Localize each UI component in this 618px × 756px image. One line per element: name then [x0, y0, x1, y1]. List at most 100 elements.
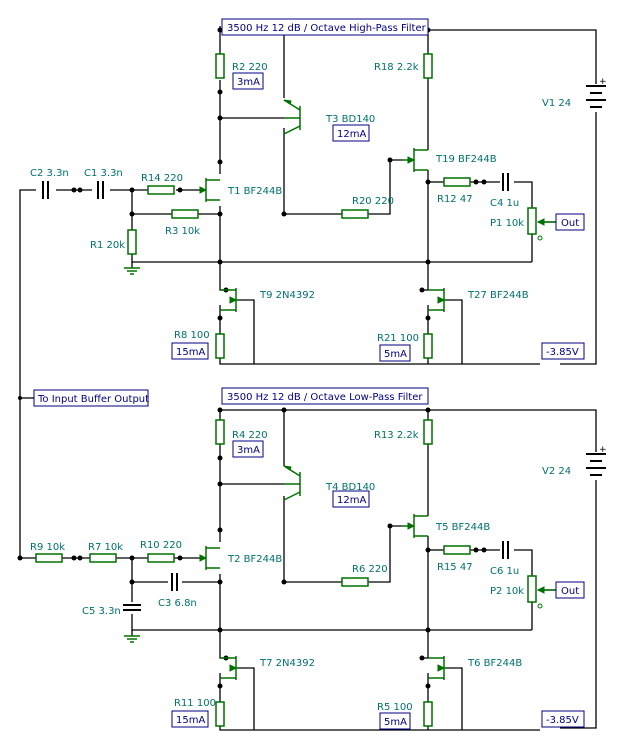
label-r15: R15 47 [437, 562, 473, 573]
jfet-t5 [402, 514, 428, 538]
svg-text:+: + [599, 445, 607, 455]
title-low-pass: 3500 Hz 12 dB / Octave Low-Pass Filter [221, 387, 429, 405]
resistor-r2 [215, 53, 225, 79]
current-box-r11: 15mA [171, 710, 209, 728]
svg-text:3mA: 3mA [237, 445, 260, 456]
title-high-pass: 3500 Hz 12 dB / Octave High-Pass Filter [221, 18, 429, 36]
out-box-top: Out [555, 213, 585, 231]
label-r4: R4 220 [232, 430, 268, 441]
label-r13: R13 2.2k [374, 430, 419, 441]
jfet-t1 [199, 178, 220, 202]
capacitor-c6 [502, 541, 509, 559]
jfet-t7 [220, 656, 238, 680]
svg-text:3500 Hz 12 dB / Octave Low-Pa: 3500 Hz 12 dB / Octave Low-Pass Filter [227, 392, 423, 403]
resistor-r3 [171, 209, 199, 219]
label-t2: T2 BF244B [227, 554, 282, 565]
pnp-transistor-t3 [283, 99, 301, 135]
label-r6: R6 220 [352, 564, 388, 575]
label-t19: T19 BF244B [435, 154, 497, 165]
svg-text:5mA: 5mA [384, 349, 407, 360]
resistor-r14 [147, 185, 175, 195]
svg-text:Out: Out [561, 218, 579, 229]
resistor-r13 [423, 419, 433, 445]
label-t7: T7 2N4392 [259, 658, 315, 669]
capacitor-c4 [502, 173, 509, 191]
label-c6: C6 1u [490, 566, 519, 577]
jfet-t9 [220, 288, 238, 312]
label-c3: C3 6.8n [158, 598, 197, 609]
ground-symbol [124, 267, 140, 275]
svg-text:-3.85V: -3.85V [546, 347, 579, 358]
label-r11: R11 100 [174, 698, 216, 709]
low-pass-filter-section: + R9 10k R7 10k R10 220 T2 BF244B C5 3.3… [17, 387, 607, 731]
label-v2: V2 24 [542, 466, 571, 477]
label-c4: C4 1u [490, 198, 519, 209]
label-r12: R12 47 [437, 194, 473, 205]
label-t6: T6 BF244B [467, 658, 522, 669]
resistor-r9 [35, 553, 63, 563]
label-v1: V1 24 [542, 98, 571, 109]
current-box-r21: 5mA [379, 344, 411, 362]
label-p2: P2 10k [490, 586, 524, 597]
label-c1: C1 3.3n [84, 168, 123, 179]
label-r1: R1 20k [90, 240, 125, 251]
jfet-t27 [428, 288, 446, 312]
label-r5: R5 100 [377, 702, 413, 713]
svg-text:To Input Buffer Output: To Input Buffer Output [37, 394, 149, 405]
jfet-t2 [199, 546, 220, 570]
label-t4: T4 BD140 [325, 482, 375, 493]
current-box-r8: 15mA [171, 342, 209, 360]
resistor-r1 [127, 229, 137, 255]
label-r9: R9 10k [30, 542, 65, 553]
jfet-t6 [428, 656, 446, 680]
resistor-r12 [443, 177, 471, 187]
label-p1: P1 10k [490, 218, 524, 229]
current-box-t3: 12mA [332, 124, 370, 142]
battery-v1: + [586, 77, 607, 108]
resistor-r8 [215, 333, 225, 359]
capacitor-c2 [42, 181, 49, 199]
svg-text:Out: Out [561, 586, 579, 597]
label-r21: R21 100 [377, 333, 419, 344]
label-r10: R10 220 [140, 540, 182, 551]
current-box-r2: 3mA [232, 72, 264, 90]
label-t3: T3 BD140 [325, 114, 375, 125]
label-t9: T9 2N4392 [259, 290, 315, 301]
resistor-r5 [423, 701, 433, 727]
input-buffer-box: To Input Buffer Output [33, 389, 149, 407]
label-t5: T5 BF244B [435, 522, 490, 533]
svg-text:5mA: 5mA [384, 717, 407, 728]
resistor-r15 [443, 545, 471, 555]
capacitor-c1 [97, 181, 104, 199]
out-box-bottom: Out [555, 581, 585, 599]
resistor-r21 [423, 333, 433, 359]
svg-text:3mA: 3mA [237, 77, 260, 88]
capacitor-c5 [123, 604, 141, 611]
svg-text:+: + [599, 77, 607, 87]
resistor-r10 [147, 553, 175, 563]
label-r20: R20 220 [352, 196, 394, 207]
current-box-r4: 3mA [232, 440, 264, 458]
high-pass-filter-section: + C2 3.3n C1 3.3n R14 220 T1 BF244B R1 2… [30, 18, 607, 365]
resistor-r6 [341, 577, 369, 587]
capacitor-c3 [171, 573, 178, 591]
label-r14: R14 220 [141, 173, 183, 184]
resistor-r11 [215, 701, 225, 727]
label-t27: T27 BF244B [467, 290, 529, 301]
pnp-transistor-t4 [283, 465, 301, 501]
resistor-r7 [89, 553, 117, 563]
svg-text:15mA: 15mA [176, 347, 205, 358]
label-t1: T1 BF244B [227, 186, 282, 197]
svg-text:12mA: 12mA [337, 129, 366, 140]
label-r2: R2 220 [232, 62, 268, 73]
supply-box-bottom: -3.85V [541, 710, 585, 728]
resistor-r4 [215, 419, 225, 445]
potentiometer-p1 [527, 207, 556, 241]
ground-symbol [124, 635, 140, 643]
svg-text:-3.85V: -3.85V [546, 715, 579, 726]
resistor-r20 [341, 209, 369, 219]
resistor-r18 [423, 53, 433, 79]
label-r3: R3 10k [165, 226, 200, 237]
